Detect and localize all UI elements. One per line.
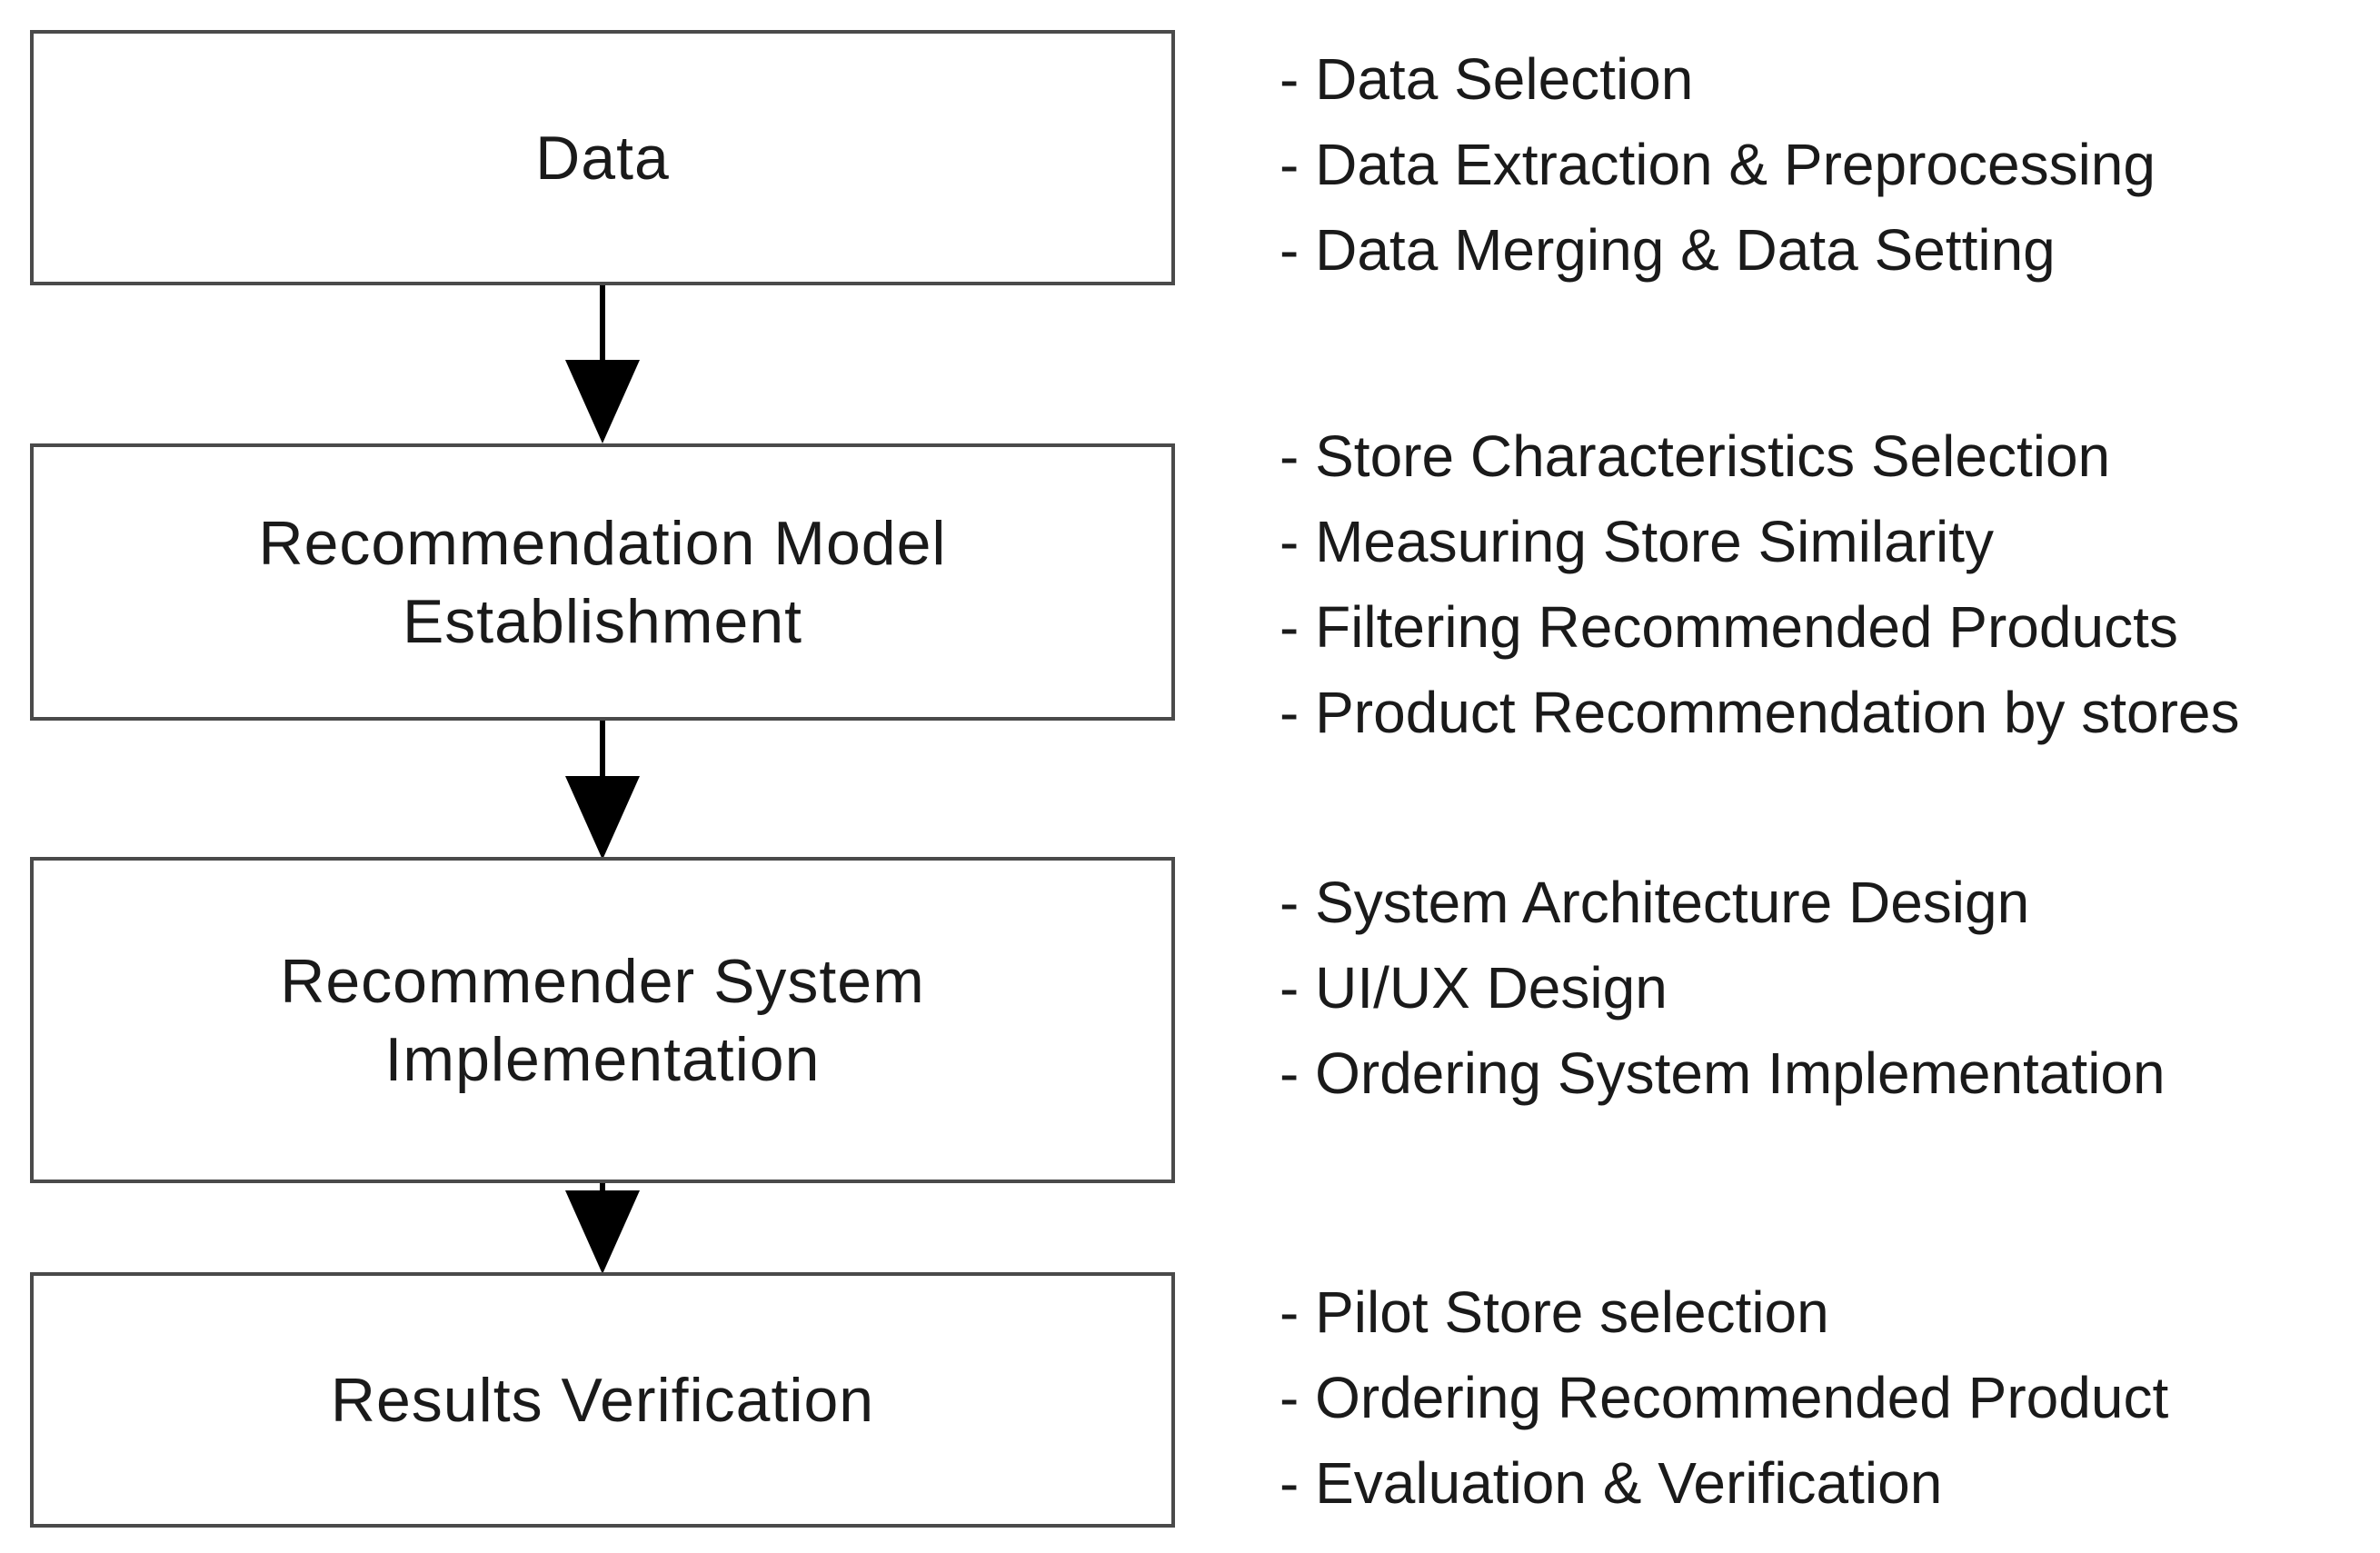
detail-item: - Filtering Recommended Products (1280, 594, 2178, 660)
step-details-recommender-system: - System Architecture Design - UI/UX Des… (1280, 860, 2166, 1116)
detail-item: - System Architecture Design (1280, 870, 2030, 935)
detail-item: - Measuring Store Similarity (1280, 509, 1994, 574)
detail-item: - Ordering Recommended Product (1280, 1365, 2169, 1430)
step-title: Results Verification (330, 1365, 875, 1435)
detail-item: - Product Recommendation by stores (1280, 680, 2240, 745)
detail-item: - Data Extraction & Preprocessing (1280, 132, 2156, 197)
step-box-data: Data (30, 30, 1175, 285)
step-box-recommendation-model: Recommendation Model Establishment (30, 443, 1175, 721)
step-details-recommendation-model: - Store Characteristics Selection - Meas… (1280, 413, 2239, 755)
detail-item: - Data Merging & Data Setting (1280, 217, 2056, 283)
detail-item: - UI/UX Design (1280, 955, 1668, 1020)
step-details-results-verification: - Pilot Store selection - Ordering Recom… (1280, 1269, 2168, 1526)
detail-item: - Pilot Store selection (1280, 1279, 1829, 1345)
detail-item: - Evaluation & Verification (1280, 1450, 1943, 1516)
arrow-model-to-system (565, 704, 640, 860)
step-box-recommender-system: Recommender System Implementation (30, 857, 1175, 1183)
step-title: Recommender System Implementation (280, 946, 925, 1094)
step-box-results-verification: Results Verification (30, 1272, 1175, 1528)
arrow-data-to-model (565, 285, 640, 443)
detail-item: - Ordering System Implementation (1280, 1040, 2166, 1106)
detail-item: - Data Selection (1280, 46, 1694, 112)
step-title: Data (535, 123, 670, 193)
detail-item: - Store Characteristics Selection (1280, 423, 2111, 489)
step-details-data: - Data Selection - Data Extraction & Pre… (1280, 36, 2156, 293)
step-title: Recommendation Model Establishment (258, 508, 947, 656)
